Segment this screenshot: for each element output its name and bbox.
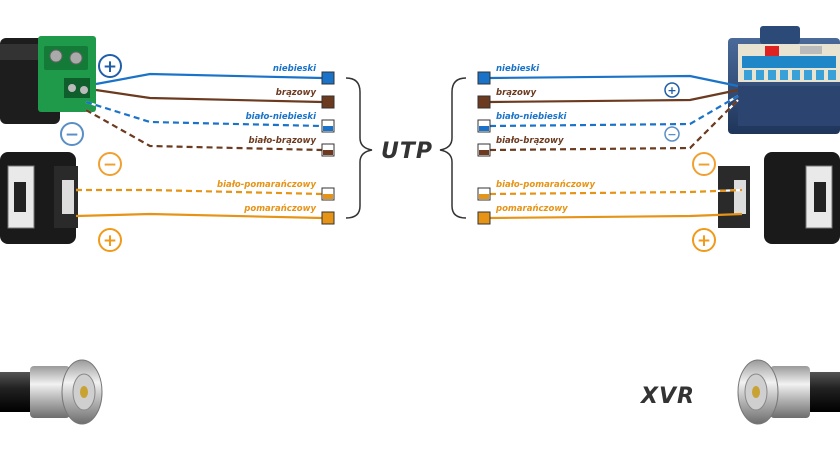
- wire-left-stripe-3: [85, 100, 323, 128]
- svg-text:+: +: [667, 84, 676, 97]
- plus-symbol-left-video: +: [98, 228, 122, 252]
- minus-symbol-right-power: −: [664, 126, 680, 142]
- wire-swatch-stripe-right-5: [479, 194, 489, 199]
- plus-symbol-right-video: +: [692, 228, 716, 252]
- wire-swatch-stripe-right-4: [479, 150, 489, 155]
- wire-label-left-5: biało-pomarańczowy: [217, 180, 316, 190]
- wire-left-6: [75, 212, 323, 220]
- xvr-label: XVR: [639, 384, 695, 409]
- wire-label-left-2: brązowy: [276, 88, 317, 98]
- wire-right-stripe-4: [489, 99, 739, 152]
- minus-symbol-left-video: −: [98, 152, 122, 176]
- wire-left-2: [95, 88, 323, 104]
- dc-power-plug-left: [0, 36, 96, 124]
- video-balun-right: [718, 152, 840, 244]
- utp-label: UTP: [381, 139, 433, 164]
- plus-symbol-right-power: +: [664, 82, 680, 98]
- wire-swatch-right-6: [477, 211, 491, 225]
- minus-symbol-right-video: −: [692, 152, 716, 176]
- wire-left-1: [95, 72, 323, 86]
- wire-label-right-1: niebieski: [496, 64, 540, 74]
- wire-label-left-6: pomarańczowy: [243, 204, 316, 214]
- wire-label-left-4: biało-brązowy: [249, 136, 317, 146]
- wire-label-right-3: biało-niebieski: [496, 112, 567, 122]
- wire-label-right-2: brązowy: [496, 88, 537, 98]
- video-balun-left: [0, 152, 78, 244]
- svg-text:+: +: [103, 231, 117, 251]
- plus-symbol-left-power: +: [98, 54, 122, 78]
- bnc-connector-left: [0, 359, 103, 425]
- wire-swatch-right-2: [477, 95, 491, 109]
- wire-swatch-stripe-left-5: [323, 194, 333, 199]
- wire-right-2: [489, 88, 739, 104]
- wire-swatch-right-1: [477, 71, 491, 85]
- brace-right: [439, 77, 467, 219]
- wire-label-right-6: pomarańczowy: [495, 204, 568, 214]
- wire-right-stripe-5: [489, 188, 743, 196]
- svg-text:−: −: [65, 125, 79, 145]
- wire-label-right-5: biało-pomarańczowy: [496, 180, 595, 190]
- svg-text:−: −: [667, 128, 676, 141]
- wire-left-stripe-5: [76, 188, 323, 196]
- wire-left-stripe-4: [85, 109, 323, 152]
- wire-right-stripe-3: [489, 95, 739, 128]
- bnc-connector-right: [737, 359, 840, 425]
- wire-right-6: [489, 212, 743, 220]
- svg-text:−: −: [697, 155, 711, 175]
- wire-label-left-3: biało-niebieski: [246, 112, 317, 122]
- wire-swatch-stripe-left-4: [323, 150, 333, 155]
- wire-label-left-1: niebieski: [273, 64, 317, 74]
- svg-text:+: +: [103, 57, 117, 77]
- wire-right-1: [489, 74, 739, 88]
- wire-labels-right: niebieski brązowy biało-niebieski biało-brą…: [495, 64, 595, 214]
- svg-text:−: −: [103, 155, 117, 175]
- wire-swatch-stripe-left-3: [323, 126, 333, 131]
- wire-swatch-left-1: [321, 71, 335, 85]
- minus-symbol-left-power: −: [60, 122, 84, 146]
- svg-text:+: +: [697, 231, 711, 251]
- wire-swatch-left-6: [321, 211, 335, 225]
- brace-left: [345, 77, 373, 219]
- wire-color-swatches: [321, 71, 491, 225]
- wire-swatch-stripe-right-3: [479, 126, 489, 131]
- wire-labels-left: niebieski brązowy biało-niebieski biało-brą…: [217, 64, 317, 214]
- wires-right: [489, 74, 743, 220]
- wire-swatch-left-2: [321, 95, 335, 109]
- wire-label-right-4: biało-brązowy: [496, 136, 564, 146]
- wires-left: [75, 72, 323, 220]
- power-distribution-box-right: [728, 26, 840, 134]
